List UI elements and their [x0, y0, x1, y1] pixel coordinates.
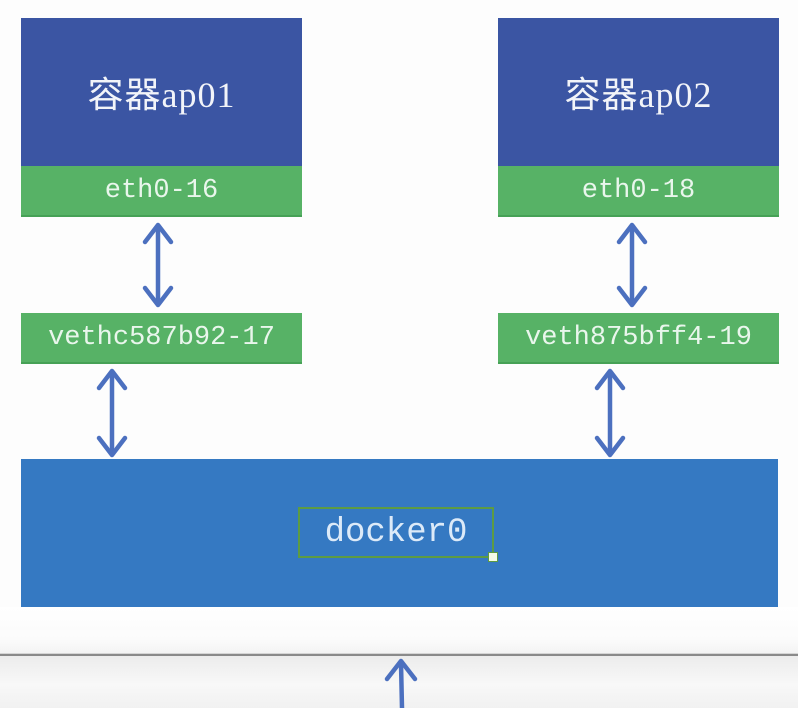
host-boundary-line	[0, 654, 798, 656]
double-arrow-vertical-icon	[96, 368, 128, 458]
veth875bff4-19-box: veth875bff4-19	[498, 313, 779, 364]
container-ap02-title: 容器ap02	[564, 75, 713, 115]
container-ap01-box: 容器ap01	[21, 18, 302, 166]
eth0-16-interface-bar: eth0-16	[21, 166, 302, 217]
container-ap01-title: 容器ap01	[87, 75, 236, 115]
eth0-18-label: eth0-18	[581, 175, 696, 206]
double-arrow-vertical-icon	[616, 222, 648, 308]
eth0-16-label: eth0-16	[104, 175, 219, 206]
container-ap02-box: 容器ap02	[498, 18, 779, 166]
docker0-label-box: docker0	[298, 507, 498, 562]
resize-handle-icon	[488, 552, 498, 562]
arrow-up-icon	[384, 658, 418, 708]
vethc587b92-17-label: vethc587b92-17	[48, 322, 275, 353]
double-arrow-vertical-icon	[142, 222, 174, 308]
docker0-label: docker0	[324, 513, 468, 552]
host-area-shade	[0, 607, 798, 654]
eth0-18-interface-bar: eth0-18	[498, 166, 779, 217]
double-arrow-vertical-icon	[594, 368, 626, 458]
veth875bff4-19-label: veth875bff4-19	[525, 322, 752, 353]
vethc587b92-17-box: vethc587b92-17	[21, 313, 302, 364]
docker0-bridge-box: docker0	[21, 459, 778, 607]
